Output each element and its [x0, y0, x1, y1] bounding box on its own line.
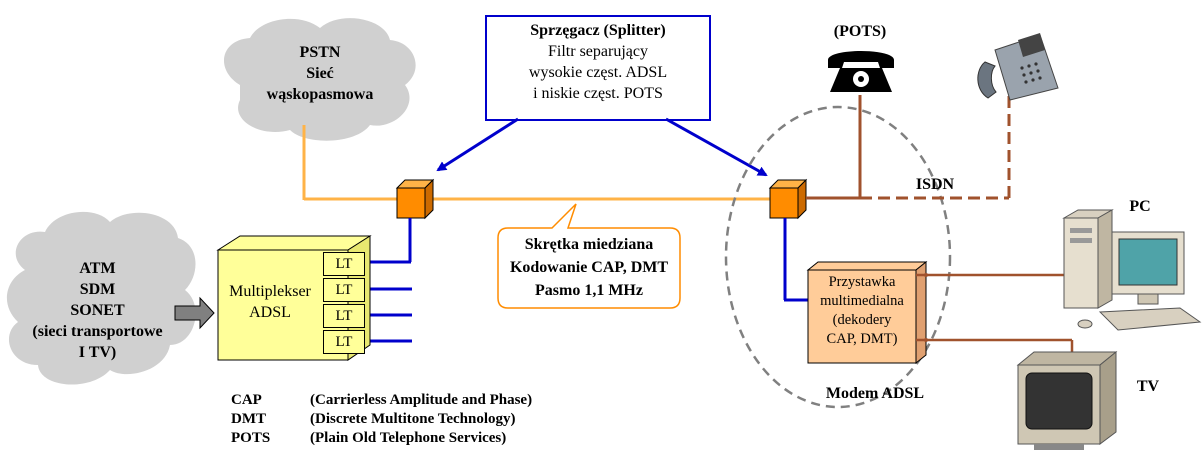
modem-circle: [724, 105, 952, 409]
isdn-line: [860, 95, 1011, 200]
pots-phone-icon: [828, 51, 894, 92]
copper-line: [302, 125, 770, 201]
legend-abbr: DMT: [231, 411, 266, 427]
pstn-line3: wąskopasmowa: [266, 86, 374, 103]
pc-icon: [1062, 209, 1202, 331]
pots-line: [806, 95, 862, 200]
arrow-to-left-splitter: [436, 117, 519, 172]
transport-line3: SONET: [70, 302, 125, 319]
pstn-line1: PSTN: [299, 44, 341, 61]
set-top-box: [806, 260, 928, 365]
transport-line4: (sieci transportowe: [32, 323, 163, 340]
mux-link: [370, 218, 412, 343]
splitter-line1: Filtr separujący: [548, 43, 648, 60]
lt-port: LT: [323, 278, 365, 302]
copper-line3: Pasmo 1,1 MHz: [535, 282, 643, 299]
copper-text: Skrętka miedziana Kodowanie CAP, DMT Pas…: [498, 233, 680, 302]
splitter-text: Sprzęgacz (Splitter) Filtr separujący wy…: [488, 20, 708, 104]
pstn-label: PSTN Sieć wąskopasmowa: [255, 42, 385, 105]
multiplexer-text: Multiplekser ADSL: [218, 281, 322, 323]
legend-desc: (Carrierless Amplitude and Phase): [310, 392, 533, 408]
splitter-box: [485, 15, 711, 121]
arrow-to-right-splitter: [665, 117, 768, 177]
stb-line4: CAP, DMT): [826, 331, 898, 347]
stb-line1: Przystawka: [828, 274, 896, 290]
lt-port: LT: [323, 304, 365, 328]
tv-label: TV: [1136, 378, 1160, 395]
stb-text: Przystawka multimedialna (dekodery CAP, …: [808, 273, 916, 349]
splitter-line2: wysokie częst. ADSL: [528, 64, 668, 81]
splitter-right: [768, 178, 808, 220]
copper-line2: Kodowanie CAP, DMT: [509, 259, 669, 276]
legend-desc: (Discrete Multitone Technology): [310, 411, 516, 427]
pc-label: PC: [1129, 198, 1151, 215]
pstn-cloud: [223, 18, 416, 141]
legend-abbr: CAP: [231, 392, 262, 408]
tv-icon: [1016, 350, 1118, 450]
splitter-title: Sprzęgacz (Splitter): [530, 22, 666, 39]
transport-line2: SDM: [79, 281, 116, 298]
isdn-phone-icon: [977, 33, 1059, 101]
lt-port: LT: [323, 252, 365, 276]
transport-arrow: [174, 296, 215, 330]
splitter-line3: i niskie częst. POTS: [533, 85, 663, 102]
lt-port: LT: [323, 330, 365, 354]
copper-line1: Skrętka miedziana: [524, 236, 654, 253]
copper-callout: [497, 203, 681, 309]
legend-abbr: POTS: [231, 430, 271, 446]
pots-label: (POTS): [833, 23, 887, 40]
pc-line: [916, 273, 1070, 277]
mux-line1: Multiplekser: [229, 283, 311, 300]
transport-label: ATM SDM SONET (sieci transportowe I TV): [5, 258, 190, 363]
transport-line5: I TV): [78, 344, 117, 361]
stb-link: [783, 218, 808, 302]
modem-label: Modem ADSL: [825, 385, 925, 402]
splitter-left: [395, 178, 435, 220]
stb-line2: multimedialna: [820, 293, 904, 309]
legend-desc: (Plain Old Telephone Services): [310, 430, 507, 446]
pstn-line2: Sieć: [306, 65, 334, 82]
mux-line2: ADSL: [249, 304, 291, 321]
transport-cloud: [6, 211, 196, 385]
transport-line1: ATM: [79, 260, 116, 277]
isdn-label: ISDN: [915, 176, 955, 193]
stb-line3: (dekodery: [832, 312, 892, 328]
